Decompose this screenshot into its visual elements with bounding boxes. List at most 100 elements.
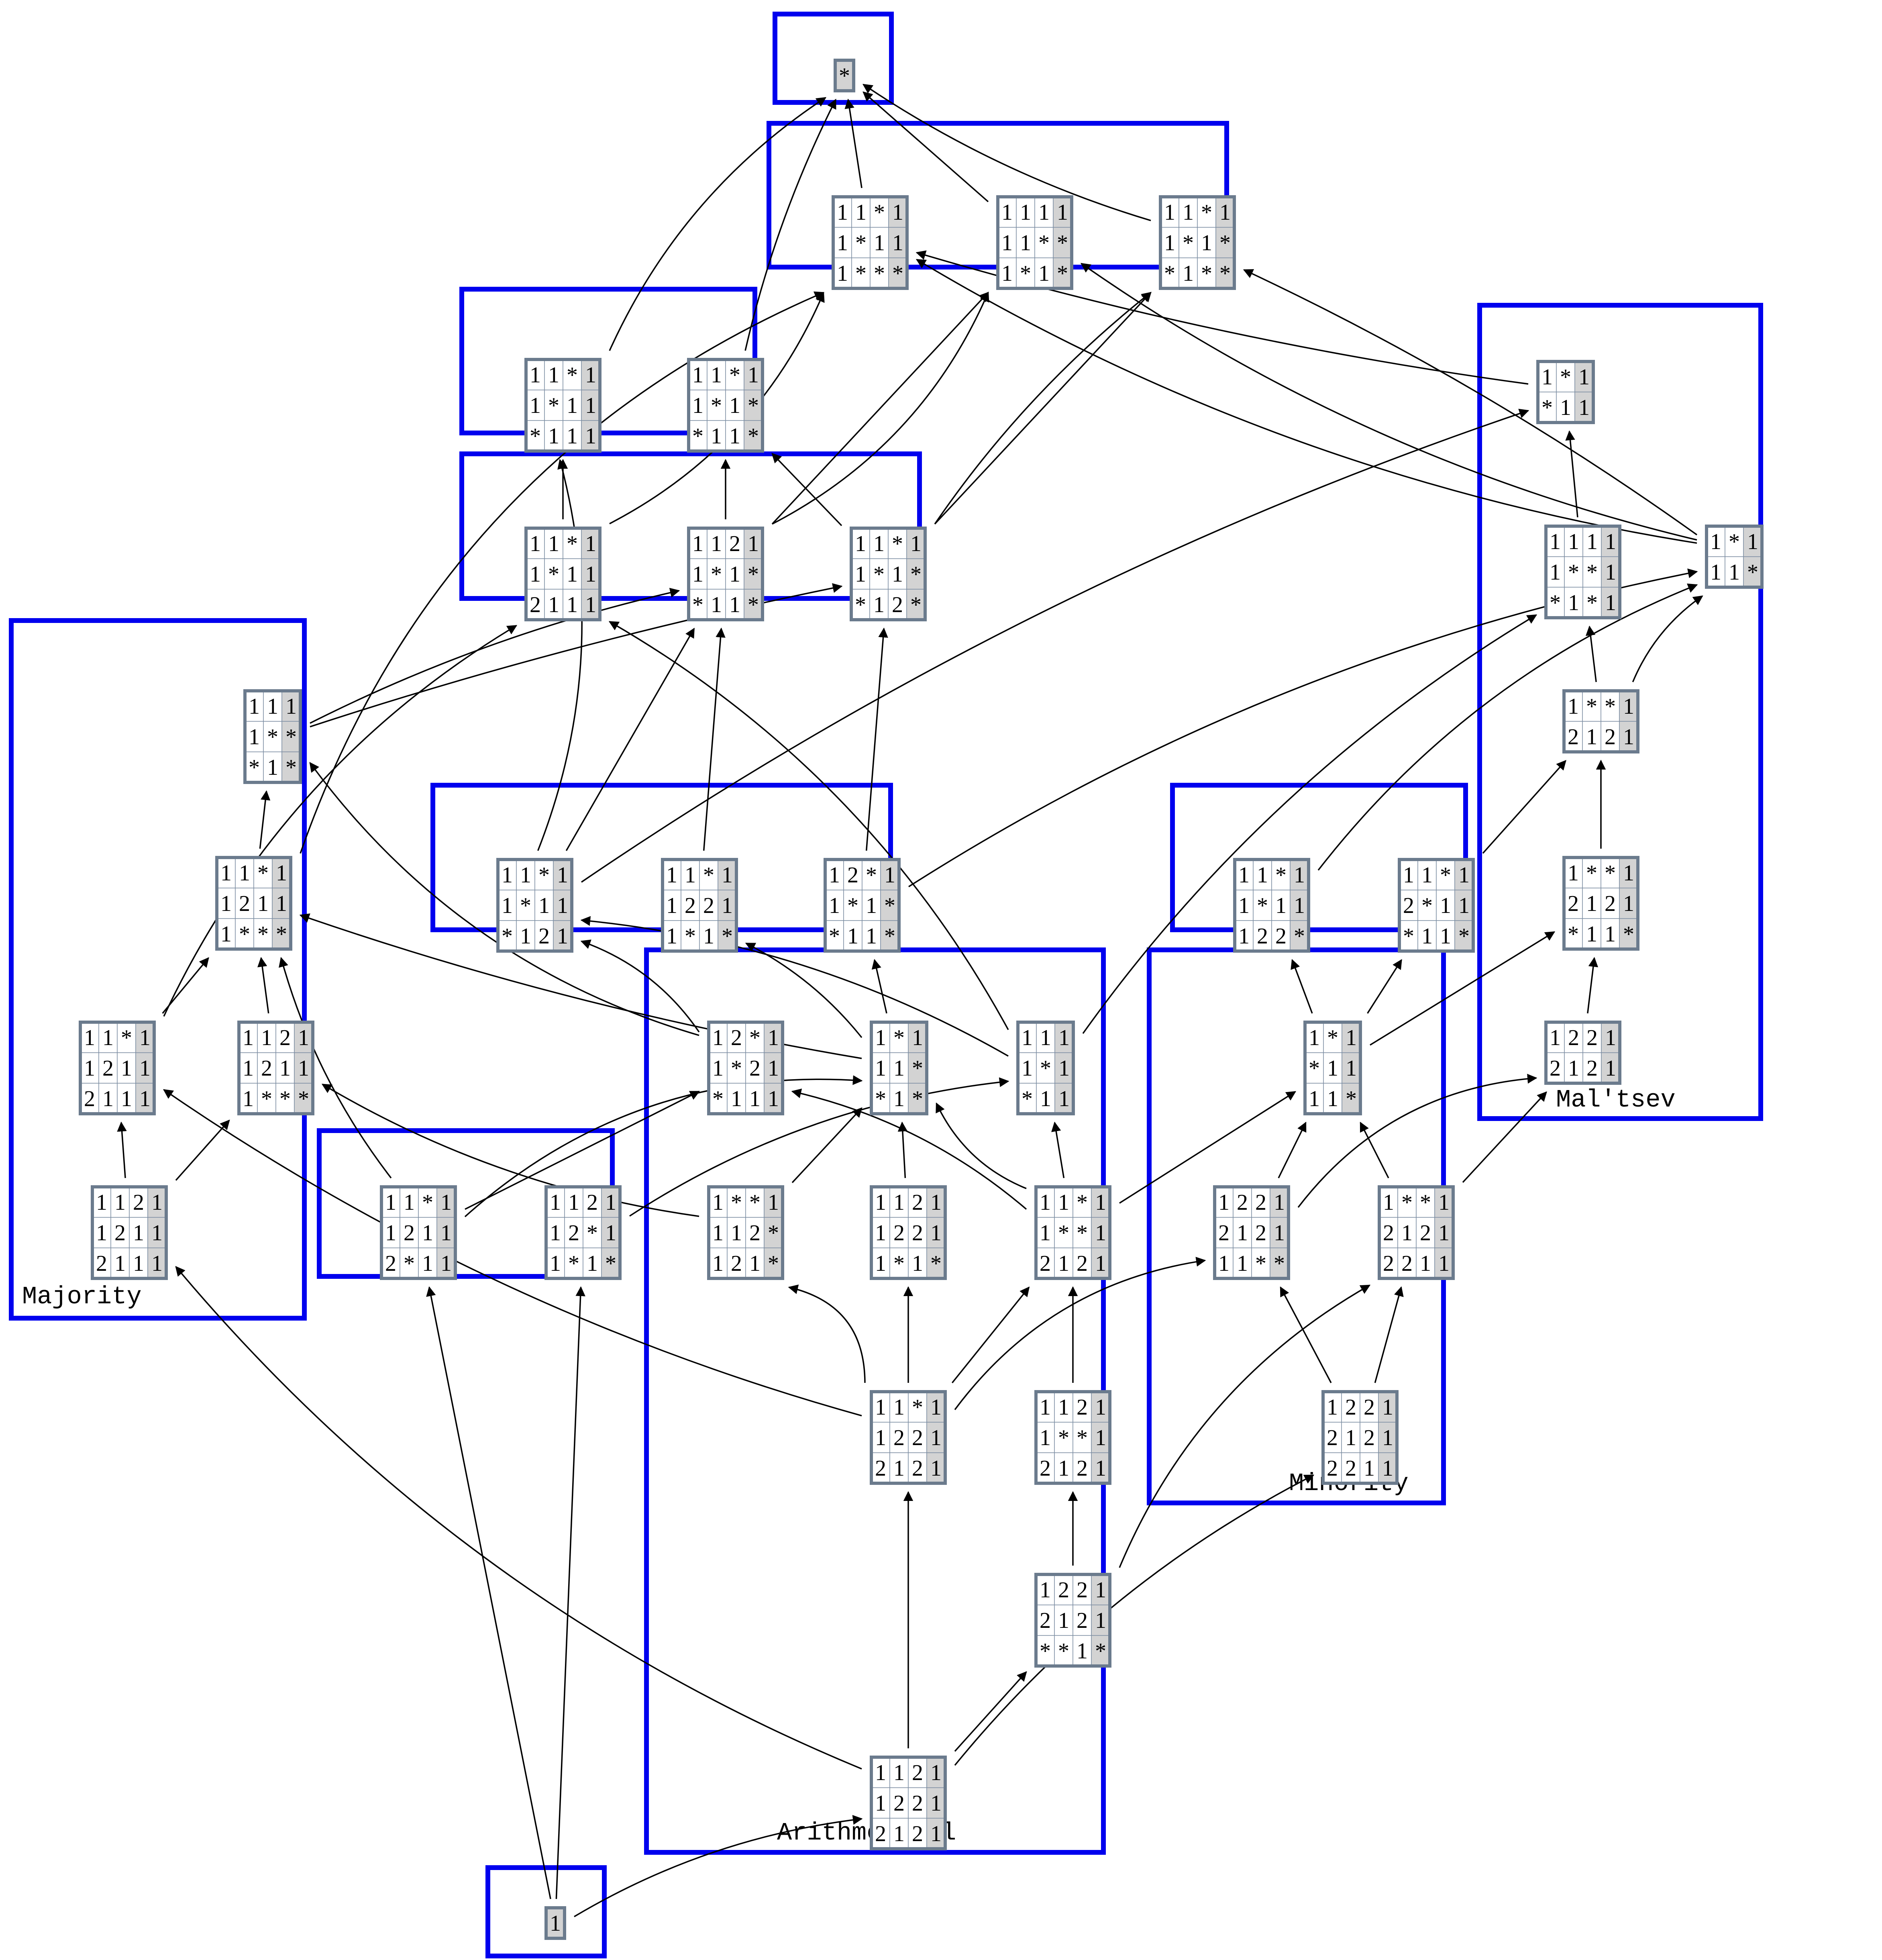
matrix-cell-value: 2 [1327,1425,1338,1450]
matrix-cell-value: 1 [1274,1190,1285,1215]
matrix-cell [239,1083,258,1114]
matrix-cell-value: 1 [502,893,513,918]
matrix-cell-value: 1 [102,1025,114,1050]
matrix-cell-value: * [567,531,578,556]
matrix-cell [833,227,852,258]
matrix-cell-value: 1 [884,863,895,888]
matrix-cell [1574,392,1594,423]
matrix-cell-value: 1 [298,1056,309,1081]
matrix-border [91,1185,168,1280]
matrix-cell-value: 2 [1550,1056,1561,1081]
edge-r9-to-n3 [1119,1284,1371,1568]
matrix-cell [1601,857,1620,888]
matrix-cell-value: 1 [729,592,740,617]
matrix-cell-value: 2 [1040,1251,1051,1276]
matrix-cell-value: 2 [912,1760,923,1785]
matrix-cell-value: * [285,725,297,749]
matrix-cell [1397,1247,1417,1279]
matrix-cell-value: * [1327,1025,1338,1050]
matrix-cell-value: 2 [847,863,858,888]
matrix-cell-value: 1 [121,1056,132,1081]
matrix-cell-value: 1 [121,1086,132,1111]
matrix-cell [906,528,926,559]
matrix-cell [727,1186,746,1218]
matrix-cell-value: * [722,924,733,949]
matrix-cell [1054,1574,1073,1605]
matrix-cell-value: * [1401,1190,1413,1215]
matrix-cell-value: 1 [1238,924,1250,949]
edge-d2-to-c2 [703,627,726,851]
matrix-cell-value: * [567,363,578,388]
matrix-cell [1036,1083,1055,1114]
matrix-border [237,1021,314,1115]
matrix-cell [553,859,572,890]
matrix-cell-value: 1 [1550,1025,1561,1050]
matrix-cell [906,589,926,620]
matrix-cell-value: * [912,1056,923,1081]
edge-n1-to-e1 [1291,959,1313,1014]
matrix-cell-value: 1 [910,531,922,556]
matrix-cell-value: 1 [711,424,722,449]
matrix-cell-value: 1 [768,1086,779,1111]
matrix-cell [908,1818,927,1849]
matrix-cell-value: 1 [267,694,278,719]
matrix-cell-value: 1 [151,1190,163,1215]
matrix-cell-value: 2 [1364,1395,1375,1420]
matrix-cell [1582,690,1601,722]
matrix-cell-value: 1 [729,393,740,418]
edge-r10-to-n4 [954,1474,1315,1766]
matrix-cell [908,1452,927,1484]
matrix-cell-value: 1 [1327,1395,1338,1420]
matrix-cell-value: 1 [711,531,722,556]
matrix-cell [1434,1247,1454,1279]
matrix-cell [239,1052,258,1084]
matrix-cell-value: 1 [1095,1251,1106,1276]
group-box-bottom [485,1865,607,1958]
edge-r10-to-m5 [175,1266,862,1770]
matrix-cell-value: 1 [520,863,531,888]
matrix-cell-value: 1 [1022,1056,1033,1081]
matrix-cell [1564,690,1583,722]
matrix-cell-value: 1 [748,531,759,556]
matrix-cell [1416,1186,1435,1218]
matrix-cell-value: * [1020,261,1031,286]
matrix-cell [1179,196,1198,228]
matrix-cell-value: 2 [1218,1221,1230,1245]
matrix-cell-value: 1 [1560,395,1571,420]
matrix-cell-value: 1 [1421,863,1433,888]
matrix-cell-value: * [1586,590,1598,615]
matrix-cell-value: 2 [1568,891,1579,916]
matrix-cell-value: * [1255,1251,1266,1276]
matrix-cell [708,1186,728,1218]
edge-r3-to-t2 [1082,614,1537,1034]
matrix-cell-value: 2 [114,1221,126,1245]
matrix-cell-value: 1 [1623,725,1634,749]
matrix-cell [1270,1186,1289,1218]
matrix-cell [239,1022,258,1053]
matrix-cell-value: * [1403,924,1414,949]
matrix-cell-value: 1 [1458,893,1470,918]
matrix-cell-value: 1 [685,863,696,888]
matrix-cell [1342,1083,1361,1114]
matrix-cell [1564,526,1583,557]
matrix-cell [870,257,889,289]
matrix-cell-value: * [1022,1086,1033,1111]
matrix-border [1536,360,1595,424]
matrix-cell-value: 1 [892,562,903,587]
matrix-cell-value: 1 [261,1025,272,1050]
matrix-cell-value: * [1164,261,1175,286]
matrix-cell-value: * [1568,560,1579,585]
matrix-cell-value: 1 [855,531,866,556]
matrix-cell [381,1186,400,1218]
matrix-cell-value: 1 [585,424,596,449]
matrix-cell-value: * [875,1086,886,1111]
matrix-cell [1546,556,1565,588]
matrix-cell-value: * [1605,861,1616,886]
